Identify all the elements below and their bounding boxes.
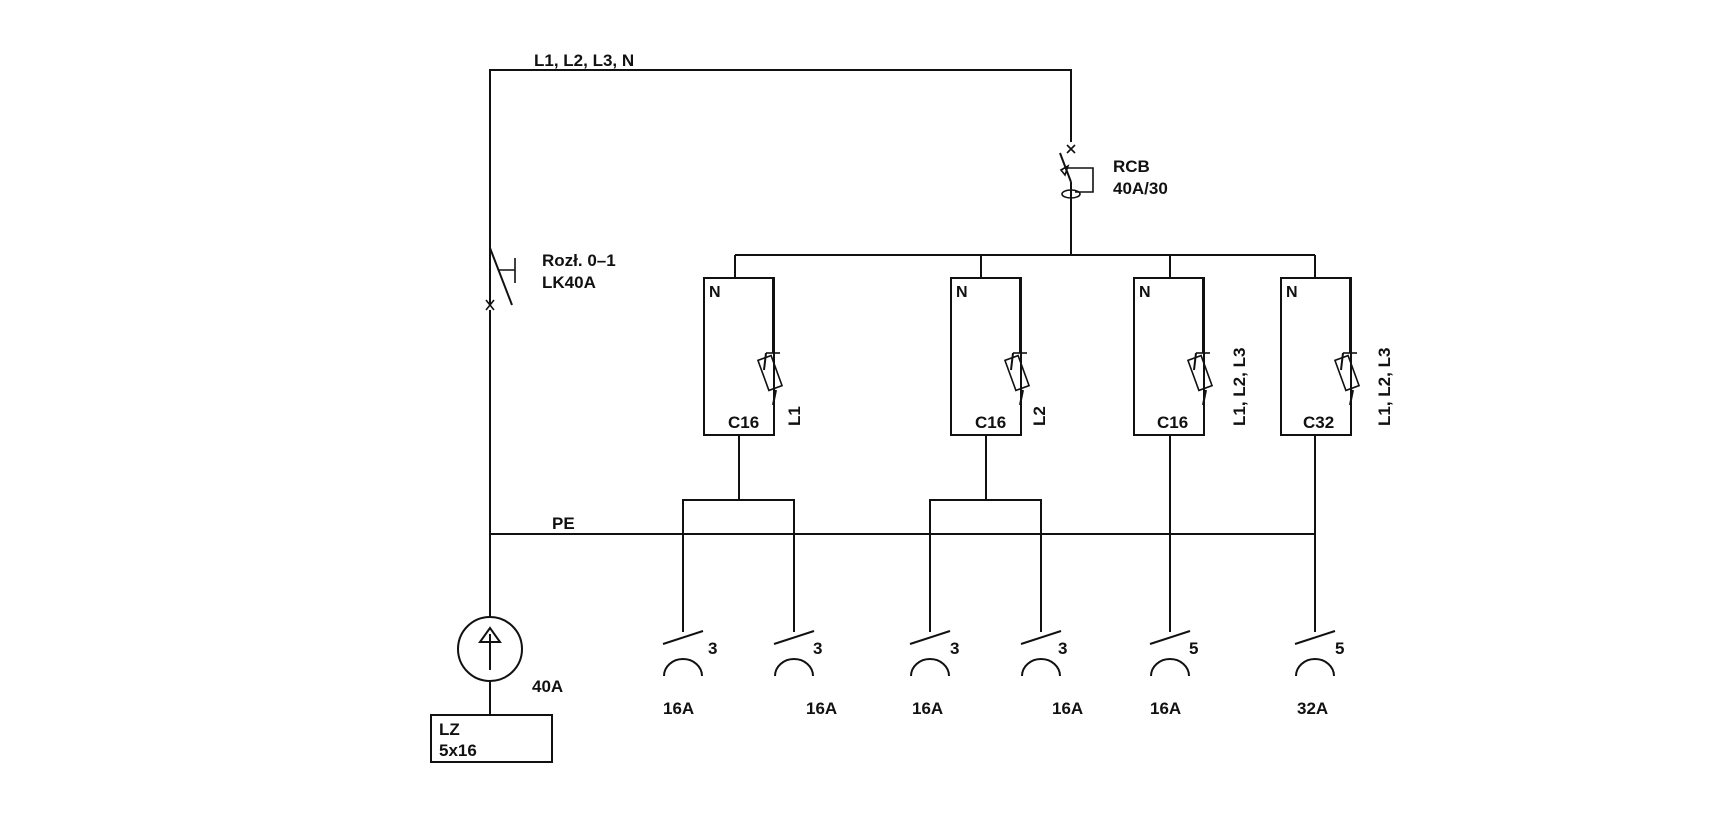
outlet-5-rating: 16A xyxy=(1150,699,1181,718)
splitter-2 xyxy=(929,499,1042,632)
outlet-2-rating: 16A xyxy=(806,699,837,718)
outlet-5: 5 16A xyxy=(1149,630,1198,718)
outlet-1: 3 16A xyxy=(662,630,717,718)
breaker-1-phase: L1 xyxy=(785,406,804,426)
breaker-2-phase: L2 xyxy=(1030,406,1049,426)
breaker-3-phase: L1, L2, L3 xyxy=(1230,348,1249,426)
breaker-2: N C16 L2 xyxy=(950,255,1049,500)
outlet-6-conductors: 5 xyxy=(1335,639,1344,658)
main-switch-label-2: LK40A xyxy=(542,273,596,292)
breaker-1-rating: C16 xyxy=(728,413,759,432)
breaker-3-n-label: N xyxy=(1139,284,1151,301)
supply-feed: L1, L2, L3, N xyxy=(489,51,1072,305)
breaker-4-phase: L1, L2, L3 xyxy=(1375,348,1394,426)
pe-bus: PE xyxy=(490,514,1315,535)
cable-type-label: LZ xyxy=(439,720,460,739)
outlet-6-rating: 32A xyxy=(1297,699,1328,718)
rcb-label-1: RCB xyxy=(1113,157,1150,176)
splitter-1 xyxy=(682,499,795,632)
breaker-2-rating: C16 xyxy=(975,413,1006,432)
breaker-4-n-label: N xyxy=(1286,284,1298,301)
outlet-3: 3 16A xyxy=(909,630,959,718)
outlet-3-rating: 16A xyxy=(912,699,943,718)
breaker-2-n-label: N xyxy=(956,284,968,301)
main-switch-label-1: Rozł. 0–1 xyxy=(542,251,616,270)
supply-bus-label: L1, L2, L3, N xyxy=(534,51,634,70)
outlet-4: 3 16A xyxy=(1020,630,1083,718)
breaker-3: N C16 L1, L2, L3 xyxy=(1133,255,1249,632)
outlet-4-rating: 16A xyxy=(1052,699,1083,718)
rcb-label-2: 40A/30 xyxy=(1113,179,1168,198)
meter-rating-label: 40A xyxy=(532,677,563,696)
breaker-4-rating: C32 xyxy=(1303,413,1334,432)
outlet-2: 3 16A xyxy=(773,630,837,718)
energy-meter: 40A xyxy=(457,616,563,715)
cable-size-label: 5x16 xyxy=(439,741,477,760)
breaker-3-rating: C16 xyxy=(1157,413,1188,432)
pe-label: PE xyxy=(552,514,575,533)
outlet-2-conductors: 3 xyxy=(813,639,822,658)
outlet-3-conductors: 3 xyxy=(950,639,959,658)
outlet-1-conductors: 3 xyxy=(708,639,717,658)
supply-cable-box: LZ 5x16 xyxy=(430,714,553,763)
breaker-4: N C32 L1, L2, L3 xyxy=(1280,255,1394,632)
breaker-1-n-label: N xyxy=(709,284,721,301)
main-switch: Rozł. 0–1 LK40A xyxy=(485,247,616,311)
outlet-1-rating: 16A xyxy=(663,699,694,718)
outlet-5-conductors: 5 xyxy=(1189,639,1198,658)
rcb-breaker: RCB 40A/30 xyxy=(1059,144,1168,255)
breaker-1: N C16 L1 xyxy=(703,255,804,500)
outlet-4-conductors: 3 xyxy=(1058,639,1067,658)
outlet-6: 5 32A xyxy=(1294,630,1344,718)
